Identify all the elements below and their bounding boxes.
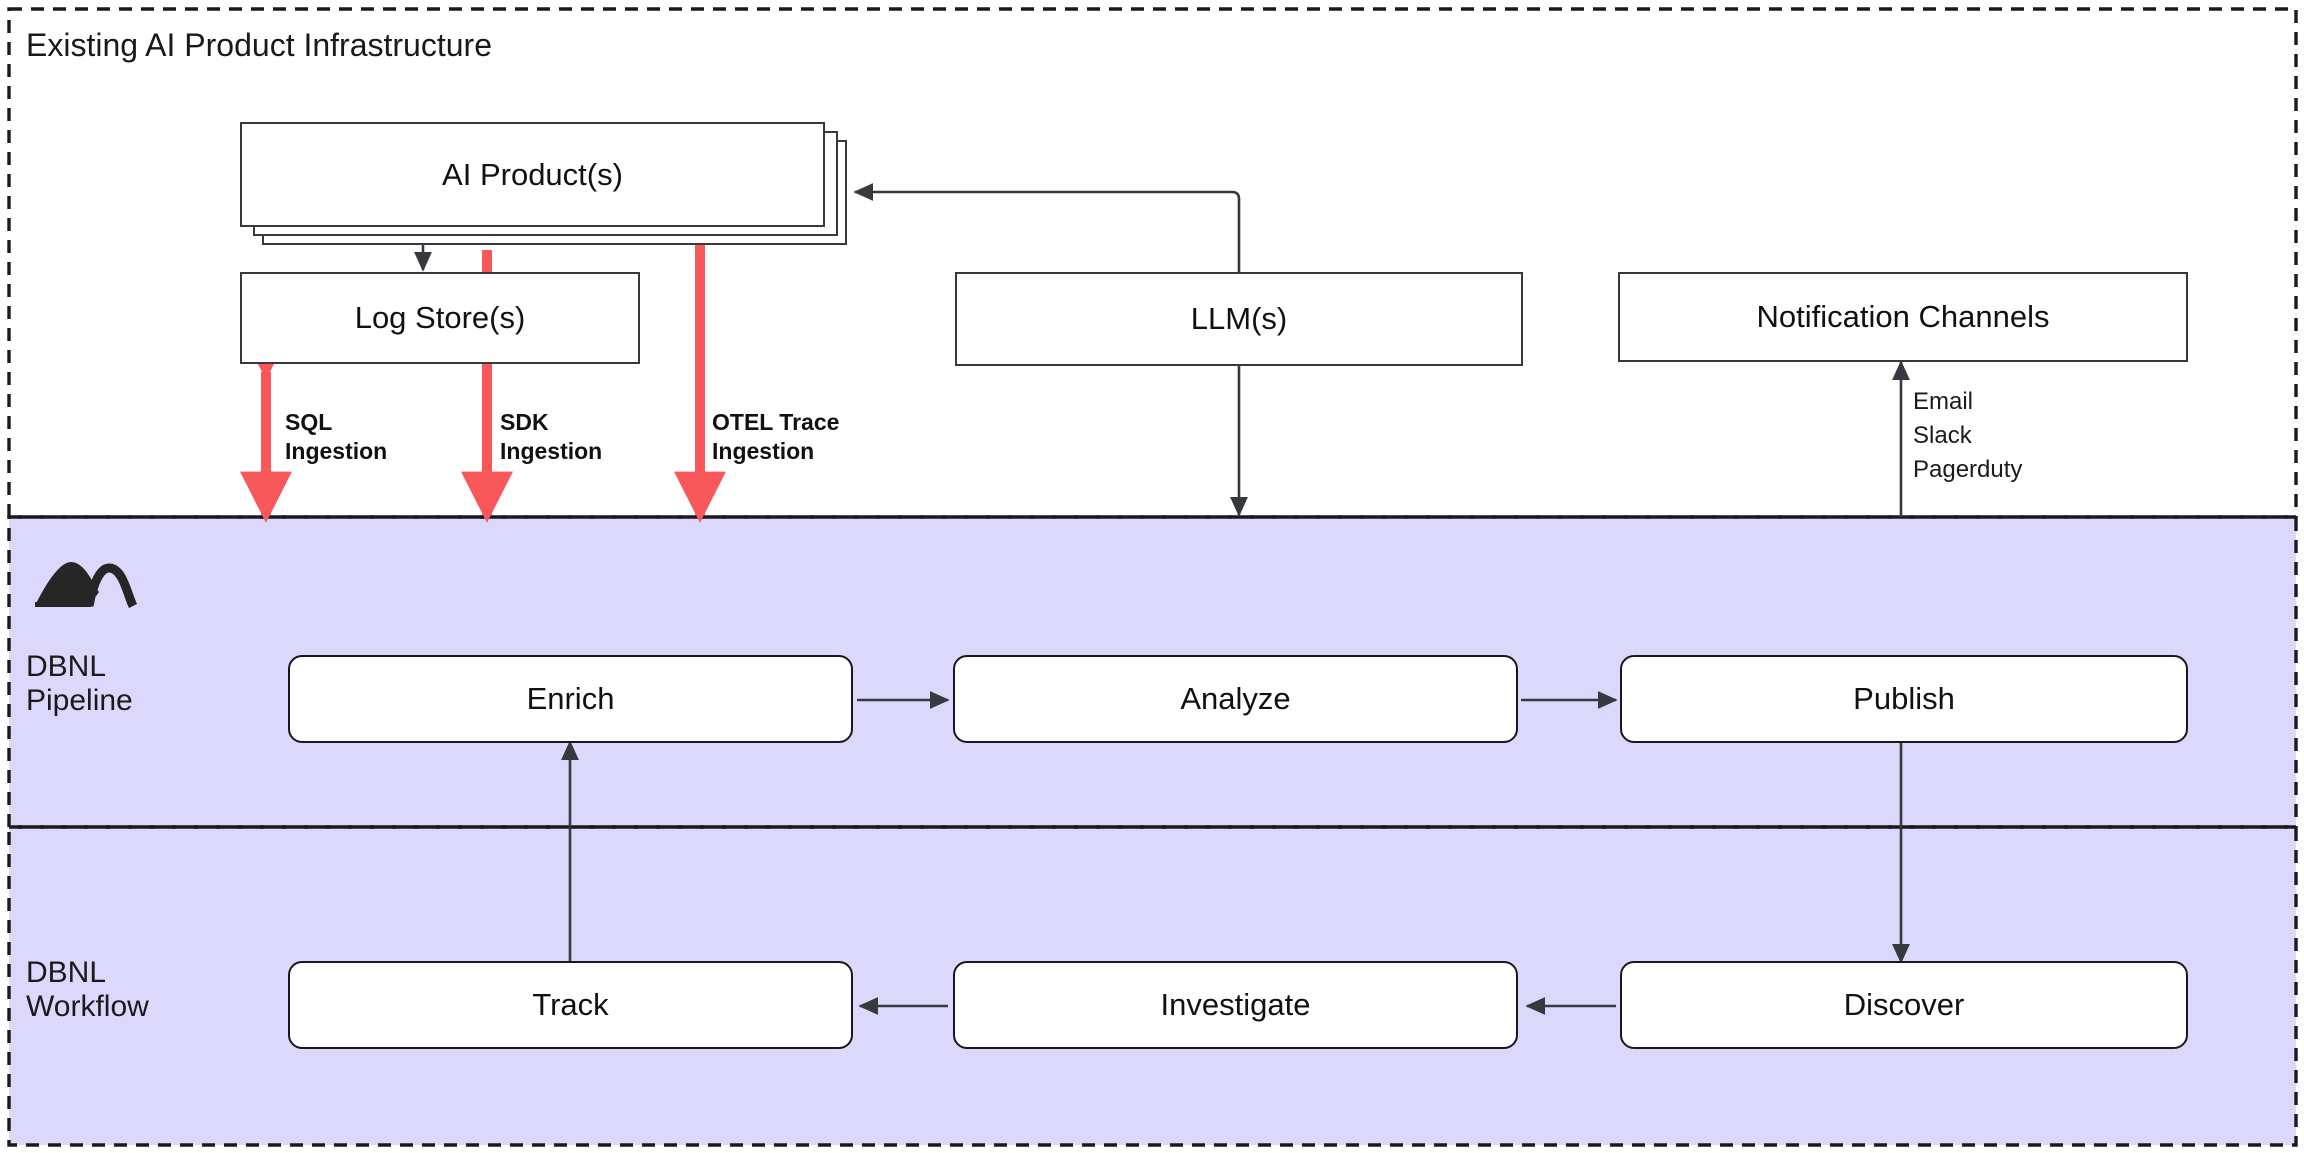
node-discover-label: Discover — [1843, 987, 1965, 1022]
node-analyze-label: Analyze — [1180, 681, 1291, 716]
label-sdk-ingestion: SDK Ingestion — [500, 409, 603, 464]
zone-border-dbnl-workflow — [7, 825, 2298, 1147]
node-track[interactable]: Track — [288, 961, 853, 1049]
node-ai-products[interactable]: AI Product(s) — [240, 122, 825, 227]
node-analyze[interactable]: Analyze — [953, 655, 1518, 743]
zone-border-existing-infra — [7, 7, 2298, 519]
edge-llms-to-aiproducts — [853, 182, 1241, 272]
zone-border-dbnl-pipeline — [7, 515, 2298, 829]
zone-title-dbnl-workflow: DBNL Workflow — [26, 956, 149, 1023]
node-investigate-label: Investigate — [1160, 987, 1311, 1022]
node-discover[interactable]: Discover — [1620, 961, 2188, 1049]
node-publish-label: Publish — [1853, 681, 1955, 716]
node-track-label: Track — [532, 987, 609, 1022]
zone-title-dbnl-pipeline: DBNL Pipeline — [26, 650, 133, 717]
node-notification-channels[interactable]: Notification Channels — [1618, 272, 2188, 362]
node-enrich[interactable]: Enrich — [288, 655, 853, 743]
node-notification-channels-label: Notification Channels — [1756, 299, 2050, 334]
zone-fill-dbnl — [9, 517, 2296, 1145]
node-publish[interactable]: Publish — [1620, 655, 2188, 743]
node-llms-label: LLM(s) — [1190, 301, 1288, 336]
label-notification-targets: Email Slack Pagerduty — [1913, 388, 2023, 484]
node-log-store-label: Log Store(s) — [354, 300, 526, 335]
label-sql-ingestion: SQL Ingestion — [285, 409, 388, 464]
label-otel-trace-ingestion: OTEL Trace Ingestion — [712, 409, 840, 464]
node-log-store[interactable]: Log Store(s) — [240, 272, 640, 364]
node-enrich-label: Enrich — [526, 681, 615, 716]
node-llms[interactable]: LLM(s) — [955, 272, 1523, 366]
dbnl-mountain-logo — [33, 552, 138, 615]
node-investigate[interactable]: Investigate — [953, 961, 1518, 1049]
node-ai-products-label: AI Product(s) — [442, 156, 623, 192]
zone-title-existing-infra: Existing AI Product Infrastructure — [26, 27, 492, 63]
